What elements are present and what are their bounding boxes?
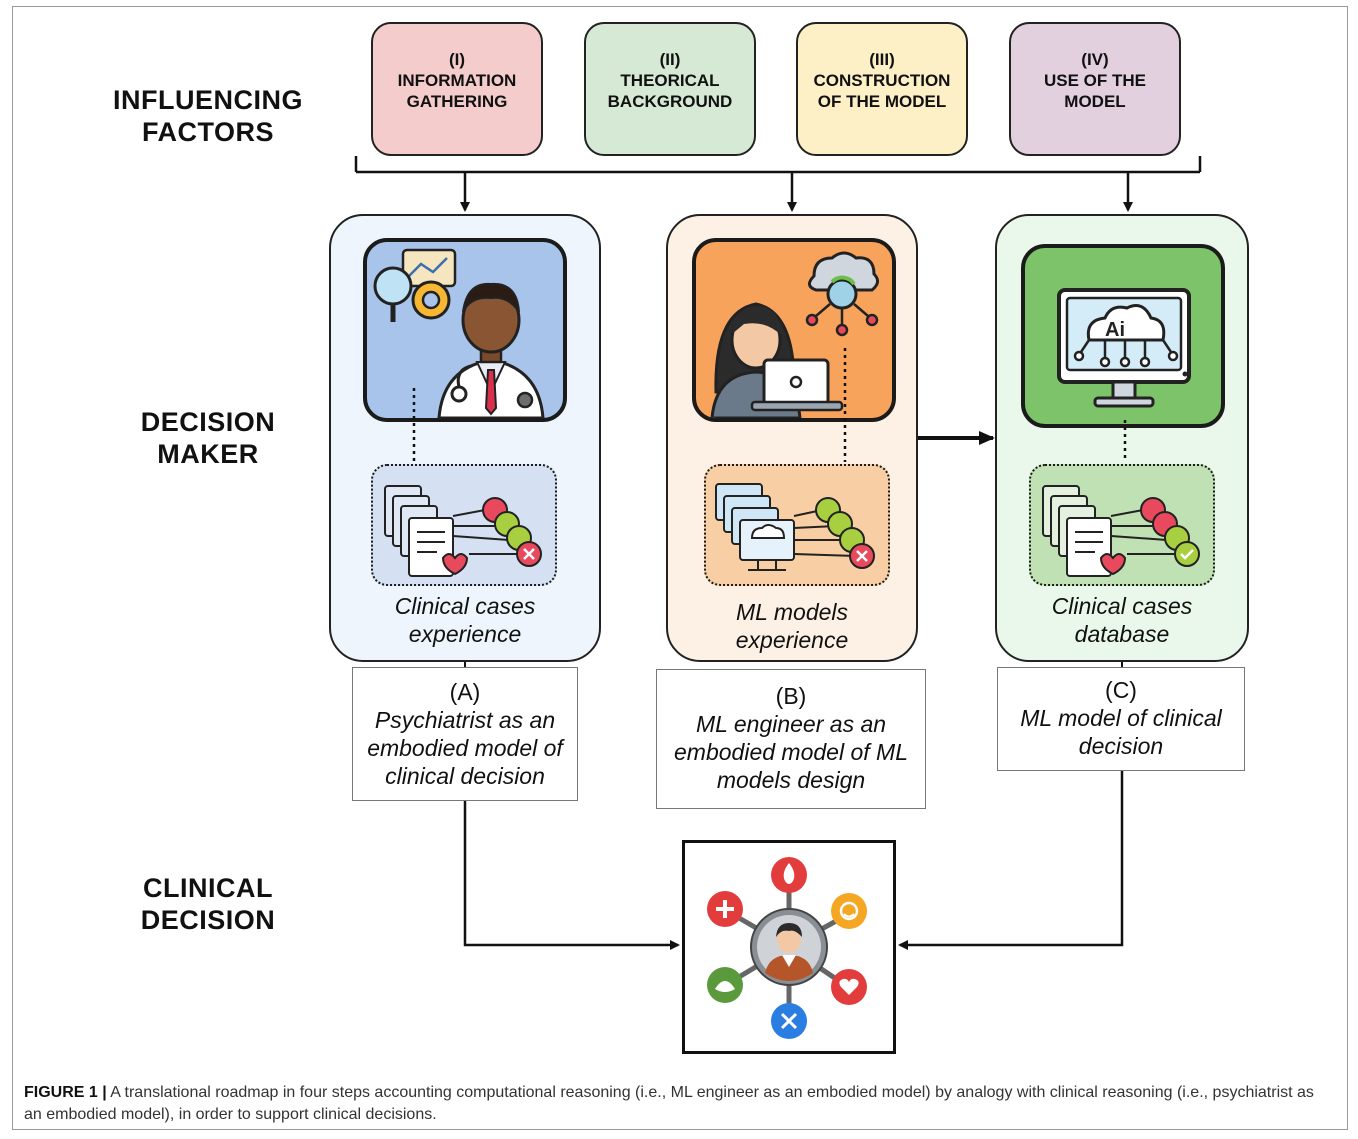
influencing-factors-label: INFLUENCING FACTORS	[113, 85, 303, 147]
role-psychiatrist: (A) Psychiatrist as an embodied model of…	[352, 667, 578, 801]
figure-frame	[12, 6, 1348, 1130]
ai-models-stack-icon	[704, 464, 890, 586]
clinical-records-icon	[371, 464, 557, 586]
role-ml-model: (C) ML model of clinical decision	[997, 667, 1245, 771]
engineer-with-laptop-icon	[692, 238, 896, 422]
patient-emotions-hub-icon	[682, 840, 896, 1054]
ai-computer-icon: Ai	[1021, 244, 1225, 428]
figure-caption: FIGURE 1 | A translational roadmap in fo…	[24, 1084, 1314, 1123]
panel-caption: Clinical cases experience	[394, 593, 536, 647]
database-records-icon	[1029, 464, 1215, 586]
panel-ml-engineer: ML models experience	[666, 214, 918, 662]
svg-text:Ai: Ai	[1105, 319, 1125, 341]
doctor-icon	[363, 238, 567, 422]
panel-caption: Clinical cases database	[1051, 593, 1193, 647]
decision-maker-label: DECISION MAKER	[140, 407, 276, 469]
panel-ml-model: Ai	[995, 214, 1249, 662]
panel-caption: ML models experience	[735, 599, 849, 653]
clinical-decision-label: CLINICAL DECISION	[140, 873, 276, 935]
role-ml-engineer: (B) ML engineer as an embodied model of …	[656, 669, 926, 809]
panel-psychiatrist: Clinical cases experience	[329, 214, 601, 662]
